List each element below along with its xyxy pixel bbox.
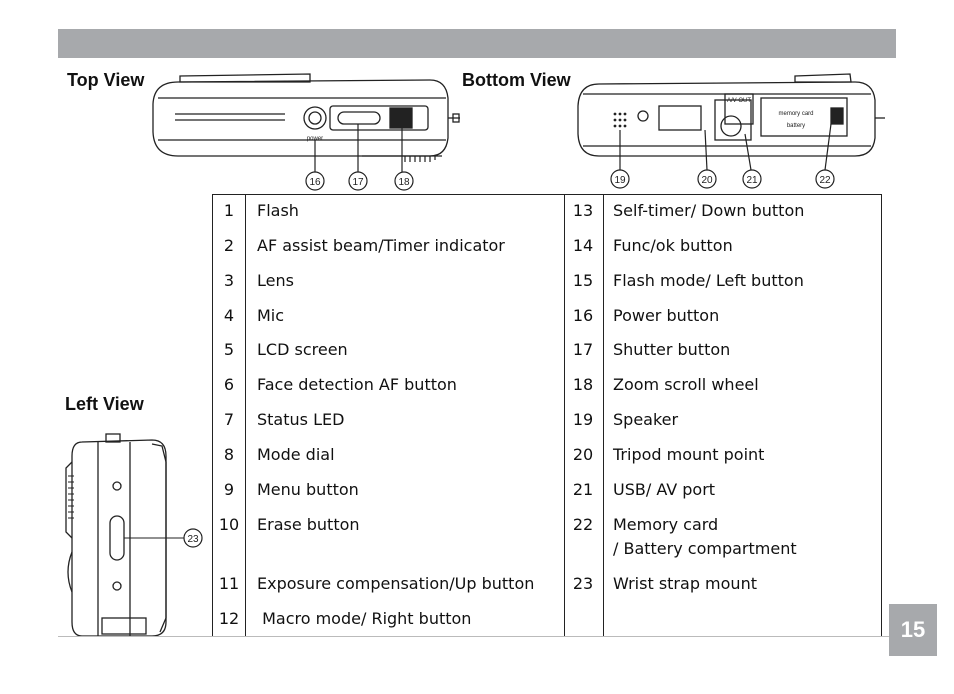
part-description: Face detection AF button [257, 375, 457, 394]
part-description: LCD screen [257, 340, 348, 359]
part-number: 20 [572, 445, 594, 464]
part-description: Self-timer/ Down button [613, 201, 805, 220]
callout-21: 21 [746, 175, 758, 186]
callout-18: 18 [398, 177, 410, 188]
power-label: power [307, 136, 323, 142]
part-description: Menu button [257, 480, 359, 499]
part-number: 3 [223, 271, 235, 290]
part-number: 4 [223, 306, 235, 325]
left-view-drawing: 23 [65, 433, 203, 637]
part-description: Erase button [257, 515, 360, 534]
part-description: AF assist beam/Timer indicator [257, 236, 505, 255]
part-number: 19 [572, 410, 594, 429]
callout-23: 23 [187, 534, 199, 545]
part-description: Mode dial [257, 445, 335, 464]
part-number: 13 [572, 201, 594, 220]
part-number: 9 [223, 480, 235, 499]
part-number: 21 [572, 480, 594, 499]
callout-20: 20 [701, 175, 713, 186]
part-number: 5 [223, 340, 235, 359]
part-number: 8 [223, 445, 235, 464]
part-description: Tripod mount point [613, 445, 765, 464]
part-number: 10 [218, 515, 240, 534]
table-divider [603, 195, 604, 636]
part-description: Lens [257, 271, 294, 290]
part-number: 17 [572, 340, 594, 359]
page-number: 15 [889, 604, 937, 656]
part-number: 23 [572, 574, 594, 593]
table-divider [564, 195, 565, 636]
av-out-label: A/V OUT [727, 98, 751, 104]
part-number: 18 [572, 375, 594, 394]
top-view-drawing: power 16 17 18 [152, 73, 460, 191]
part-description: Func/ok button [613, 236, 733, 255]
bottom-view-drawing: A/V OUT memory card battery 19 20 21 22 [577, 73, 885, 189]
battery-label: battery [787, 123, 805, 129]
callout-22: 22 [819, 175, 831, 186]
callout-19: 19 [614, 175, 626, 186]
part-description: Macro mode/ Right button [257, 609, 472, 628]
left-view-label: Left View [65, 394, 144, 414]
parts-table: 1 Flash 2 AF assist beam/Timer indicator 3 Le… [212, 194, 882, 637]
part-description: Speaker [613, 410, 679, 429]
part-number: 2 [223, 236, 235, 255]
top-view-label: Top View [67, 70, 145, 90]
part-number: 15 [572, 271, 594, 290]
part-description: Mic [257, 306, 285, 325]
table-divider [245, 195, 246, 636]
part-number: 22 [572, 515, 594, 534]
bottom-view-label: Bottom View [462, 70, 571, 90]
part-description: Memory card [613, 515, 719, 534]
callout-17: 17 [352, 177, 364, 188]
footer-rule [58, 636, 896, 637]
part-description: Shutter button [613, 340, 731, 359]
part-number: 16 [572, 306, 594, 325]
part-number: 6 [223, 375, 235, 394]
part-description: / Battery compartment [613, 539, 797, 558]
part-number: 7 [223, 410, 235, 429]
part-description: Wrist strap mount [613, 574, 757, 593]
part-number: 1 [223, 201, 235, 220]
memory-card-label: memory card [778, 111, 813, 117]
header-bar [58, 29, 896, 58]
part-number: 12 [218, 609, 240, 628]
part-description: Exposure compensation/Up button [257, 574, 535, 593]
part-description: Zoom scroll wheel [613, 375, 759, 394]
part-description: Flash [257, 201, 299, 220]
part-number: 14 [572, 236, 594, 255]
part-description: Status LED [257, 410, 345, 429]
part-description: Flash mode/ Left button [613, 271, 804, 290]
callout-16: 16 [309, 177, 321, 188]
part-number: 11 [218, 574, 240, 593]
part-description: USB/ AV port [613, 480, 716, 499]
part-description: Power button [613, 306, 720, 325]
